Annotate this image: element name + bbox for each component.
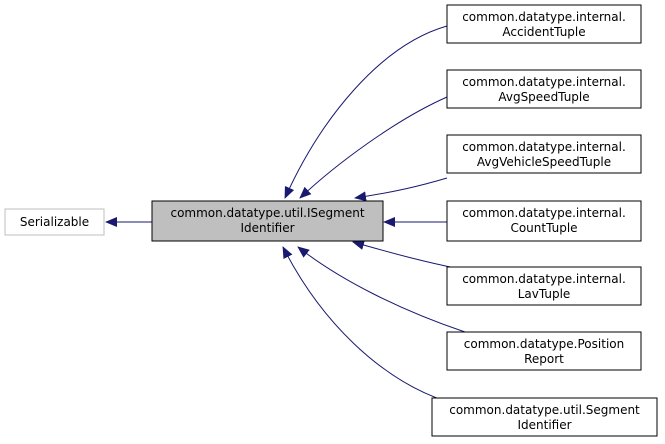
edge-position-to-isegment: [297, 246, 466, 333]
node-position-report[interactable]: common.datatype.Position Report: [446, 331, 642, 371]
edge-accident-to-isegment: [284, 25, 448, 199]
node-position-label-line-2: Report: [524, 352, 564, 366]
node-count-label-line-1: common.datatype.internal.: [462, 206, 626, 220]
node-isegment-label-line-1: common.datatype.util.ISegment: [170, 206, 364, 220]
node-accident-tuple[interactable]: common.datatype.internal. AccidentTuple: [446, 4, 642, 44]
edge-lav-to-isegment: [352, 240, 461, 270]
node-count-label-line-2: CountTuple: [510, 221, 577, 235]
edge-avgspeed-to-isegment: [299, 96, 448, 199]
node-serializable[interactable]: Serializable: [4, 208, 105, 236]
node-lav-tuple[interactable]: common.datatype.internal. LavTuple: [446, 266, 642, 306]
node-serializable-label: Serializable: [20, 215, 89, 229]
nodes: Serializable common.datatype.util.ISegme…: [4, 4, 658, 437]
node-avgspeed-label-line-1: common.datatype.internal.: [462, 75, 626, 89]
node-position-label-line-1: common.datatype.Position: [464, 337, 624, 351]
node-lav-label-line-2: LavTuple: [518, 287, 571, 301]
node-avgvehiclespeed-tuple[interactable]: common.datatype.internal. AvgVehicleSpee…: [446, 134, 642, 174]
edge-avgvehicle-to-isegment: [354, 177, 448, 202]
node-segment-identifier[interactable]: common.datatype.util.Segment Identifier: [431, 397, 658, 437]
node-isegment-identifier[interactable]: common.datatype.util.ISegment Identifier: [151, 200, 384, 242]
node-isegment-label-line-2: Identifier: [240, 221, 294, 235]
node-segment-label-line-2: Identifier: [517, 418, 571, 432]
node-avgvehicle-label-line-2: AvgVehicleSpeedTuple: [477, 155, 611, 169]
node-accident-label-line-2: AccidentTuple: [502, 25, 585, 39]
node-avgvehicle-label-line-1: common.datatype.internal.: [462, 140, 626, 154]
node-accident-label-line-1: common.datatype.internal.: [462, 10, 626, 24]
node-lav-label-line-1: common.datatype.internal.: [462, 272, 626, 286]
node-count-tuple[interactable]: common.datatype.internal. CountTuple: [446, 200, 642, 242]
node-avgspeed-label-line-2: AvgSpeedTuple: [498, 90, 589, 104]
node-avgspeed-tuple[interactable]: common.datatype.internal. AvgSpeedTuple: [446, 69, 642, 109]
node-segment-label-line-1: common.datatype.util.Segment: [449, 403, 640, 417]
edge-segment-to-isegment: [282, 246, 449, 403]
